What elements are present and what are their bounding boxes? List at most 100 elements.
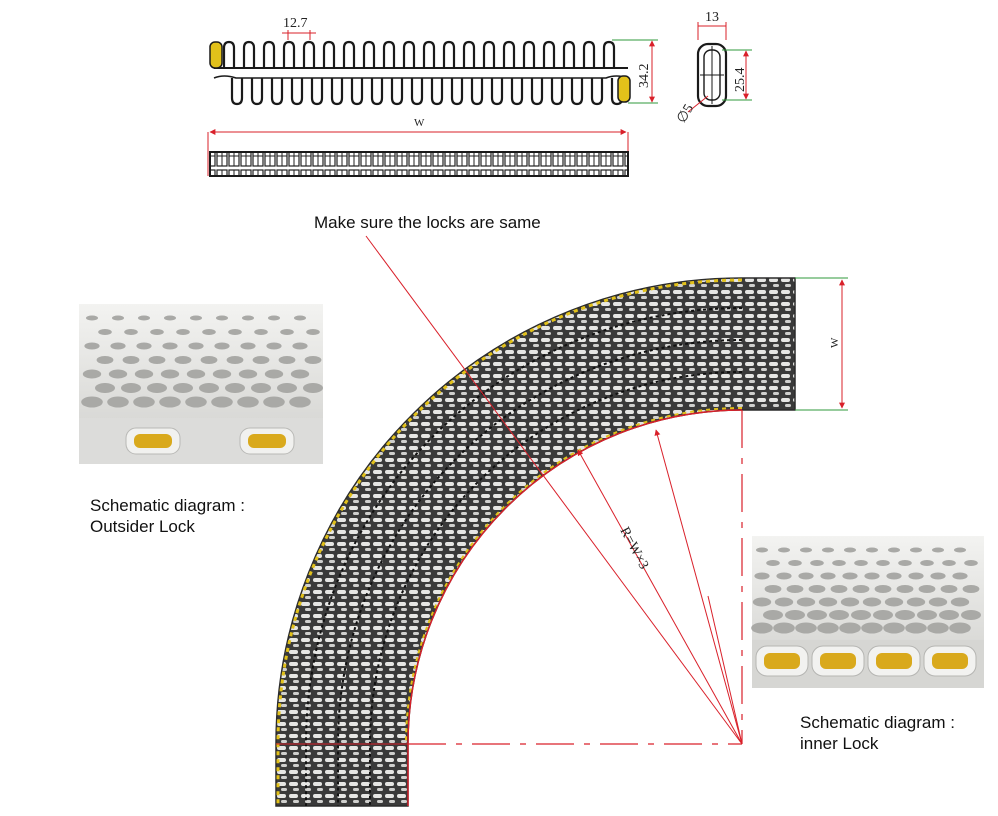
link-tooth-lower <box>370 78 384 106</box>
belt-hole <box>188 342 204 350</box>
belt-hole <box>752 597 772 607</box>
belt-hole <box>962 585 980 593</box>
belt-hole <box>961 610 981 620</box>
belt-hole <box>864 572 880 580</box>
link-tooth-upper <box>342 40 356 68</box>
link-tooth-lower <box>570 78 584 106</box>
belt-hole <box>840 597 860 607</box>
belt-hole <box>861 622 883 634</box>
belt-hole <box>764 585 782 593</box>
belt-hole <box>136 342 152 350</box>
link-tooth-upper <box>242 40 256 68</box>
link-tooth-lower <box>590 78 604 106</box>
curve-width-dimension: W <box>829 337 841 348</box>
outsider-caption-line1: Schematic diagram : <box>90 496 245 515</box>
link-tooth-upper <box>362 40 376 68</box>
belt-hole <box>898 560 912 566</box>
belt-hole <box>263 396 285 408</box>
belt-hole <box>226 356 244 364</box>
pin-span-dimension: 25.4 <box>733 68 748 93</box>
belt-hole <box>785 610 805 620</box>
belt-hole <box>251 383 271 393</box>
inner-lock-insert <box>876 653 912 669</box>
belt-hole <box>148 356 166 364</box>
belt-hole <box>202 329 216 335</box>
link-tooth-upper <box>222 40 236 68</box>
belt-hole <box>147 383 167 393</box>
belt-hole <box>964 560 978 566</box>
width-dimension: W <box>414 117 425 129</box>
inner-lock-insert <box>820 653 856 669</box>
link-tooth-lower <box>290 78 304 106</box>
belt-hole <box>756 547 768 553</box>
belt-hole <box>852 585 870 593</box>
pitch-dimension: 12.7 <box>283 16 308 31</box>
belt-hole <box>82 369 102 379</box>
link-tooth-upper <box>322 40 336 68</box>
belt-hole <box>820 572 836 580</box>
link-tooth-lower <box>350 78 364 106</box>
belt-hole <box>952 572 968 580</box>
belt-hole <box>851 610 871 620</box>
link-tooth-upper <box>542 40 556 68</box>
belt-hole <box>254 329 268 335</box>
radius-dimension: R=W×3 <box>616 525 651 572</box>
belt-hole <box>199 383 219 393</box>
belt-hole <box>190 315 202 321</box>
belt-hole <box>124 329 138 335</box>
thickness-dimension: 13 <box>705 10 719 25</box>
belt-hole <box>884 597 904 607</box>
outsider-caption-line2: Outsider Lock <box>90 517 195 536</box>
inner-lock-photo <box>751 536 984 688</box>
belt-hole <box>778 547 790 553</box>
belt-hole <box>905 622 927 634</box>
link-tooth-upper <box>482 40 496 68</box>
belt-hole <box>294 315 306 321</box>
link-tooth-upper <box>262 40 276 68</box>
belt-hole <box>940 585 958 593</box>
right-lock-marker <box>617 75 631 103</box>
belt-hole <box>942 560 956 566</box>
outsider-lock-caption: Schematic diagram : Outsider Lock <box>90 495 245 537</box>
link-tooth-lower <box>310 78 324 106</box>
belt-hole <box>773 622 795 634</box>
belt-hole <box>237 396 259 408</box>
belt-hole <box>930 572 946 580</box>
belt-hole <box>98 329 112 335</box>
belt-hole <box>888 547 900 553</box>
link-tooth-lower <box>230 78 244 106</box>
belt-hole <box>159 396 181 408</box>
belt-hole <box>303 383 323 393</box>
belt-hole <box>776 572 792 580</box>
lock-note: Make sure the locks are same <box>314 213 541 232</box>
belt-hole <box>807 610 827 620</box>
belt-hole <box>240 342 256 350</box>
belt-hole <box>786 585 804 593</box>
link-section-drawing: 13 25.4 ∅5 <box>674 10 752 126</box>
belt-hole <box>228 329 242 335</box>
belt-hole <box>918 585 936 593</box>
belt-hole <box>277 383 297 393</box>
belt-hole <box>290 369 310 379</box>
belt-hole <box>874 585 892 593</box>
belt-hole <box>896 585 914 593</box>
belt-hole <box>252 356 270 364</box>
curved-belt-body <box>275 277 796 807</box>
inner-lock-insert <box>764 653 800 669</box>
belt-hole <box>292 342 308 350</box>
belt-hole <box>927 622 949 634</box>
link-tooth-lower <box>510 78 524 106</box>
belt-hole <box>138 315 150 321</box>
belt-hole <box>950 597 970 607</box>
belt-hole <box>895 610 915 620</box>
belt-hole <box>906 597 926 607</box>
belt-hole <box>214 342 230 350</box>
belt-hole <box>200 356 218 364</box>
belt-hole <box>242 315 254 321</box>
belt-hole <box>150 329 164 335</box>
belt-hole <box>185 396 207 408</box>
inner-lock-caption: Schematic diagram : inner Lock <box>800 712 955 754</box>
belt-hole <box>910 547 922 553</box>
belt-hole <box>211 396 233 408</box>
belt-hole <box>817 622 839 634</box>
